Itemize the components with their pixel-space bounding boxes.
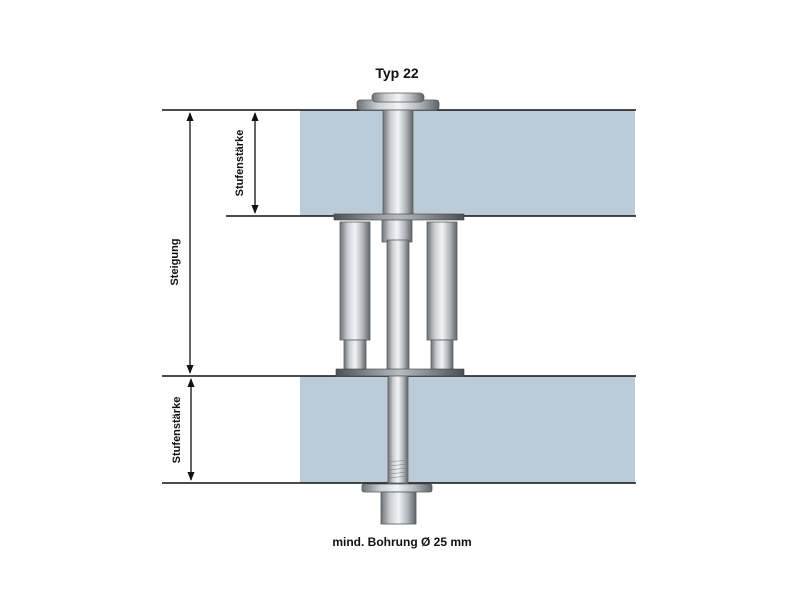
center-tube — [381, 219, 413, 243]
upper-step — [300, 110, 635, 216]
center-rod — [386, 239, 410, 373]
connector-hardware — [333, 92, 465, 525]
left-spacer-foot — [343, 339, 367, 371]
lower-rod — [387, 375, 409, 484]
rod-thread — [387, 459, 409, 479]
bottom-washer — [361, 483, 433, 493]
top-cap — [371, 92, 425, 103]
upper-sleeve — [382, 109, 414, 217]
right-spacer-foot — [430, 339, 454, 371]
diagram-title: Typ 22 — [375, 65, 419, 81]
right-spacer — [426, 221, 458, 341]
lower-step — [300, 376, 635, 483]
lower-plate — [335, 368, 465, 377]
bottom-nut — [380, 491, 417, 525]
upper-plate — [333, 213, 465, 221]
left-spacer — [339, 221, 371, 341]
rise-label: Steigung — [169, 238, 181, 285]
footer-caption: mind. Bohrung Ø 25 mm — [332, 535, 471, 549]
upper-thickness-label: Stufenstärke — [234, 130, 246, 197]
lower-thickness-label: Stufenstärke — [171, 397, 183, 464]
